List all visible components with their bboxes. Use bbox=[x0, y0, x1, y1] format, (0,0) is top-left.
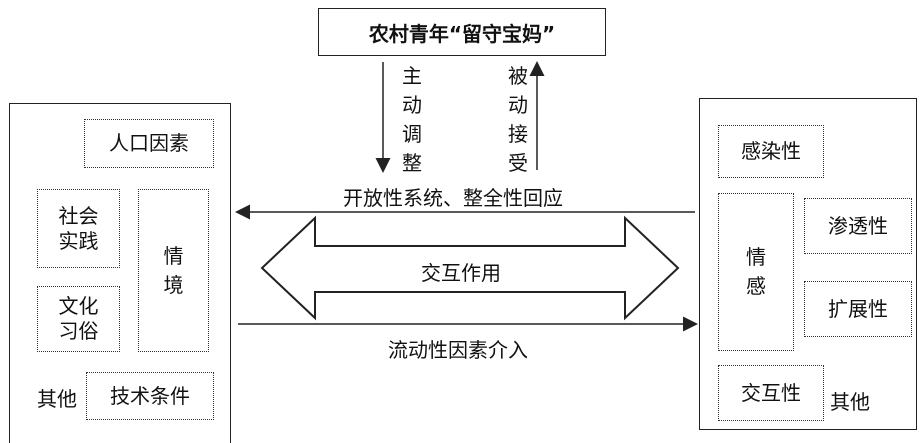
social-practice-box: 社会实践 bbox=[37, 189, 120, 268]
tech-box: 技术条件 bbox=[86, 372, 214, 420]
bottom-arrow-label: 流动性因素介入 bbox=[388, 338, 528, 362]
down-label: 主动调整 bbox=[402, 64, 422, 175]
population-box: 人口因素 bbox=[84, 119, 214, 168]
permeability-box: 渗透性 bbox=[804, 198, 912, 254]
emotion-label: 情感 bbox=[746, 245, 766, 298]
interactivity-label: 交互性 bbox=[741, 380, 801, 405]
expansibility-box: 扩展性 bbox=[804, 281, 912, 337]
interactivity-box: 交互性 bbox=[718, 365, 824, 421]
tech-label: 技术条件 bbox=[110, 383, 190, 408]
permeability-label: 渗透性 bbox=[828, 213, 888, 238]
up-label: 被动接受 bbox=[508, 64, 528, 175]
top-title-box: 农村青年“留守宝妈” bbox=[318, 8, 606, 56]
culture-box: 文化习俗 bbox=[37, 286, 120, 352]
expansibility-label: 扩展性 bbox=[828, 296, 888, 321]
situation-label: 情境 bbox=[163, 243, 184, 297]
infectious-label: 感染性 bbox=[741, 139, 801, 163]
social-practice-label: 社会实践 bbox=[58, 203, 99, 253]
population-label: 人口因素 bbox=[109, 131, 189, 155]
emotion-box: 情感 bbox=[718, 193, 794, 351]
right-other-label: 其他 bbox=[830, 390, 870, 414]
infectious-box: 感染性 bbox=[718, 125, 824, 178]
double-block-arrow bbox=[260, 215, 680, 321]
culture-label: 文化习俗 bbox=[58, 294, 99, 343]
top-title: 农村青年“留守宝妈” bbox=[368, 21, 556, 46]
situation-box: 情境 bbox=[138, 189, 209, 352]
middle-arrow-label: 交互作用 bbox=[421, 261, 501, 285]
left-other-label: 其他 bbox=[37, 387, 77, 411]
top-arrow-label: 开放性系统、整全性回应 bbox=[343, 186, 563, 210]
